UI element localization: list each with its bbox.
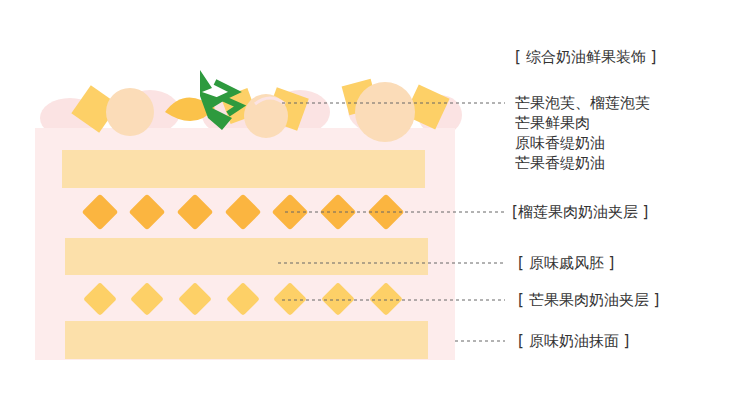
fruit-diamond (129, 194, 166, 231)
fruit-diamond (177, 194, 214, 231)
fruit-diamond (272, 194, 309, 231)
fruit-diamond (321, 282, 355, 316)
fruit-diamond (130, 282, 164, 316)
callout-label: [ 芒果果肉奶油夹层 ] (516, 290, 661, 310)
fruit-diamond (320, 194, 357, 231)
callout-label: [榴莲果肉奶油夹层 ] (510, 202, 650, 222)
fruit-diamond (226, 282, 260, 316)
callout-label: [ 综合奶油鲜果装饰 ] (513, 47, 658, 67)
fruit-diamond (368, 194, 405, 231)
fruit-diamond (273, 282, 307, 316)
callout-label: 芒果香缇奶油 (513, 153, 607, 173)
fruit-diamond (178, 282, 212, 316)
fruit-diamond (225, 194, 262, 231)
callout-label: 芒果鲜果肉 (513, 113, 592, 133)
callout-label: [ 原味戚风胚 ] (516, 253, 616, 273)
callout-label: 芒果泡芙、榴莲泡芙 (513, 93, 652, 113)
callout-label: 原味香缇奶油 (513, 133, 607, 153)
callout-label: [ 原味奶油抹面 ] (516, 331, 631, 351)
fruit-diamond (369, 282, 403, 316)
fruit-diamond (82, 194, 119, 231)
fruit-diamond (83, 282, 117, 316)
